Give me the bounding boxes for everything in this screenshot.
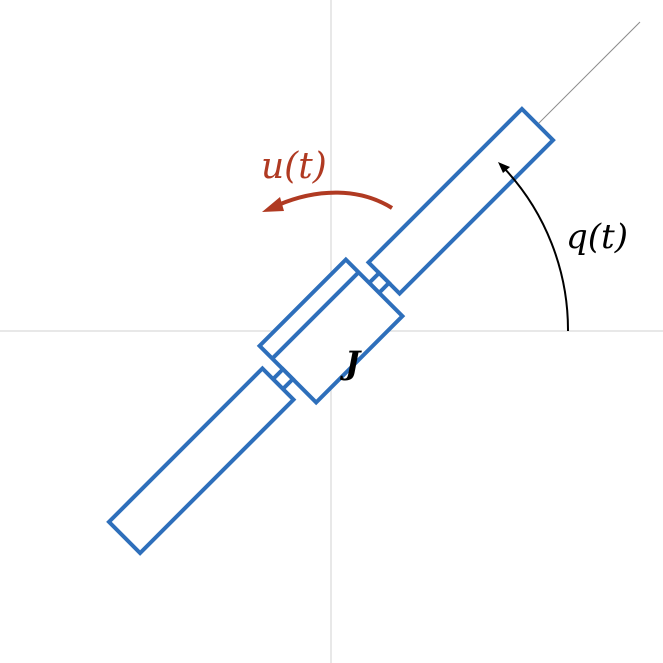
hub-divider: [270, 270, 360, 360]
inertia-label: J: [339, 344, 362, 382]
torque-label: u(t): [261, 146, 327, 187]
angle-arrowhead-icon: [498, 162, 510, 173]
torque-arc: [277, 190, 394, 210]
angle-label: q(t): [566, 217, 628, 257]
angle-arc: [503, 167, 570, 332]
lower-link: [106, 365, 297, 556]
torque-arrowhead-icon: [262, 197, 284, 212]
upper-link: [365, 106, 556, 297]
rotating-assembly: [106, 106, 556, 556]
